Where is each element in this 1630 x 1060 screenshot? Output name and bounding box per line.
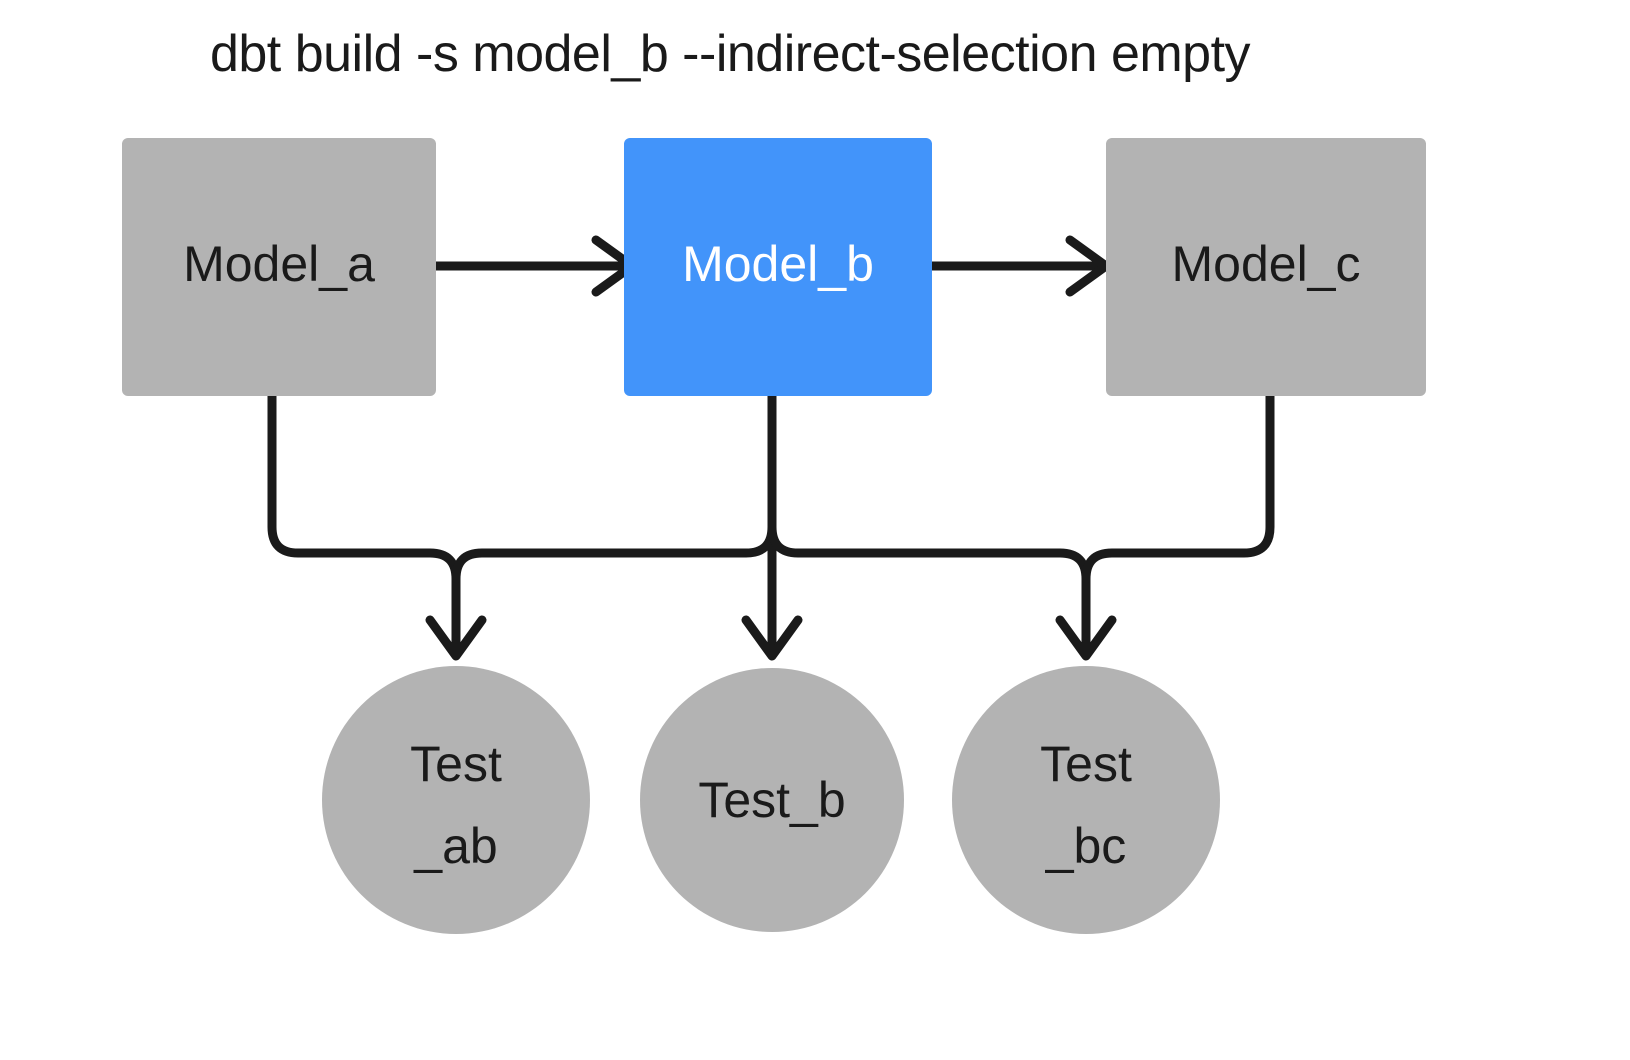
test-bc-label-line1: Test	[1040, 736, 1132, 792]
model-a-rect[interactable]	[122, 138, 436, 396]
edge-model-b-to-model-c	[927, 235, 1111, 297]
model-a-label: Model_a	[183, 236, 375, 292]
test-ab-circle[interactable]	[322, 666, 590, 934]
edge-model-b-to-test-bc	[767, 391, 1117, 661]
node-model-c[interactable]: Model_c	[1106, 138, 1426, 396]
node-test-ab[interactable]: Test _ab	[322, 666, 590, 934]
test-bc-circle[interactable]	[952, 666, 1220, 934]
model-c-rect[interactable]	[1106, 138, 1426, 396]
edge-model-a-to-model-b	[431, 235, 637, 297]
model-b-rect[interactable]	[624, 138, 932, 396]
test-b-label: Test_b	[698, 772, 845, 828]
test-b-circle[interactable]	[640, 668, 904, 932]
edge-model-c-to-test-bc	[1081, 391, 1275, 584]
test-bc-label-line2: _bc	[1045, 818, 1127, 874]
test-ab-label-line2: _ab	[413, 818, 497, 874]
node-model-b[interactable]: Model_b	[624, 138, 932, 396]
edge-model-b-to-test-ab	[451, 391, 777, 584]
test-ab-label-line1: Test	[410, 736, 502, 792]
node-model-a[interactable]: Model_a	[122, 138, 436, 396]
diagram-title: dbt build -s model_b --indirect-selectio…	[209, 25, 1251, 83]
edge-model-a-to-test-ab	[267, 391, 487, 661]
model-b-label: Model_b	[682, 236, 874, 292]
node-test-b[interactable]: Test_b	[640, 668, 904, 932]
model-c-label: Model_c	[1172, 236, 1361, 292]
node-test-bc[interactable]: Test _bc	[952, 666, 1220, 934]
edge-layer	[267, 235, 1275, 661]
